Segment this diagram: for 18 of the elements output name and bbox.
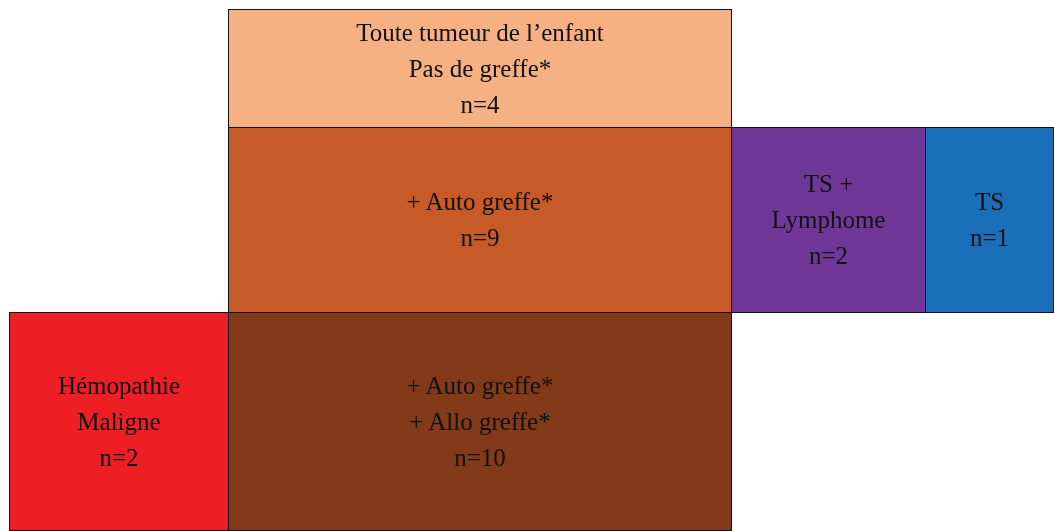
- category-box: [9, 312, 229, 531]
- category-box: [731, 127, 926, 313]
- box-text: + Auto greffe*: [406, 187, 554, 217]
- box-text: Toute tumeur de l’enfant: [356, 17, 604, 48]
- box-text: + Allo greffe*: [409, 406, 551, 437]
- box-text: n=4: [460, 89, 500, 120]
- box-text: Pas de greffe*: [408, 53, 552, 84]
- box-text: n=9: [460, 223, 500, 253]
- category-box: [228, 127, 732, 313]
- box-text: + Auto greffe*: [406, 370, 554, 401]
- box-text: n=1: [969, 223, 1010, 253]
- box-text: TS: [974, 187, 1005, 217]
- box-text: n=2: [99, 442, 139, 473]
- box-text: n=2: [808, 241, 849, 271]
- category-box: [228, 9, 732, 128]
- category-box: [228, 312, 732, 531]
- box-text: n=10: [454, 442, 506, 473]
- category-box: [925, 127, 1054, 313]
